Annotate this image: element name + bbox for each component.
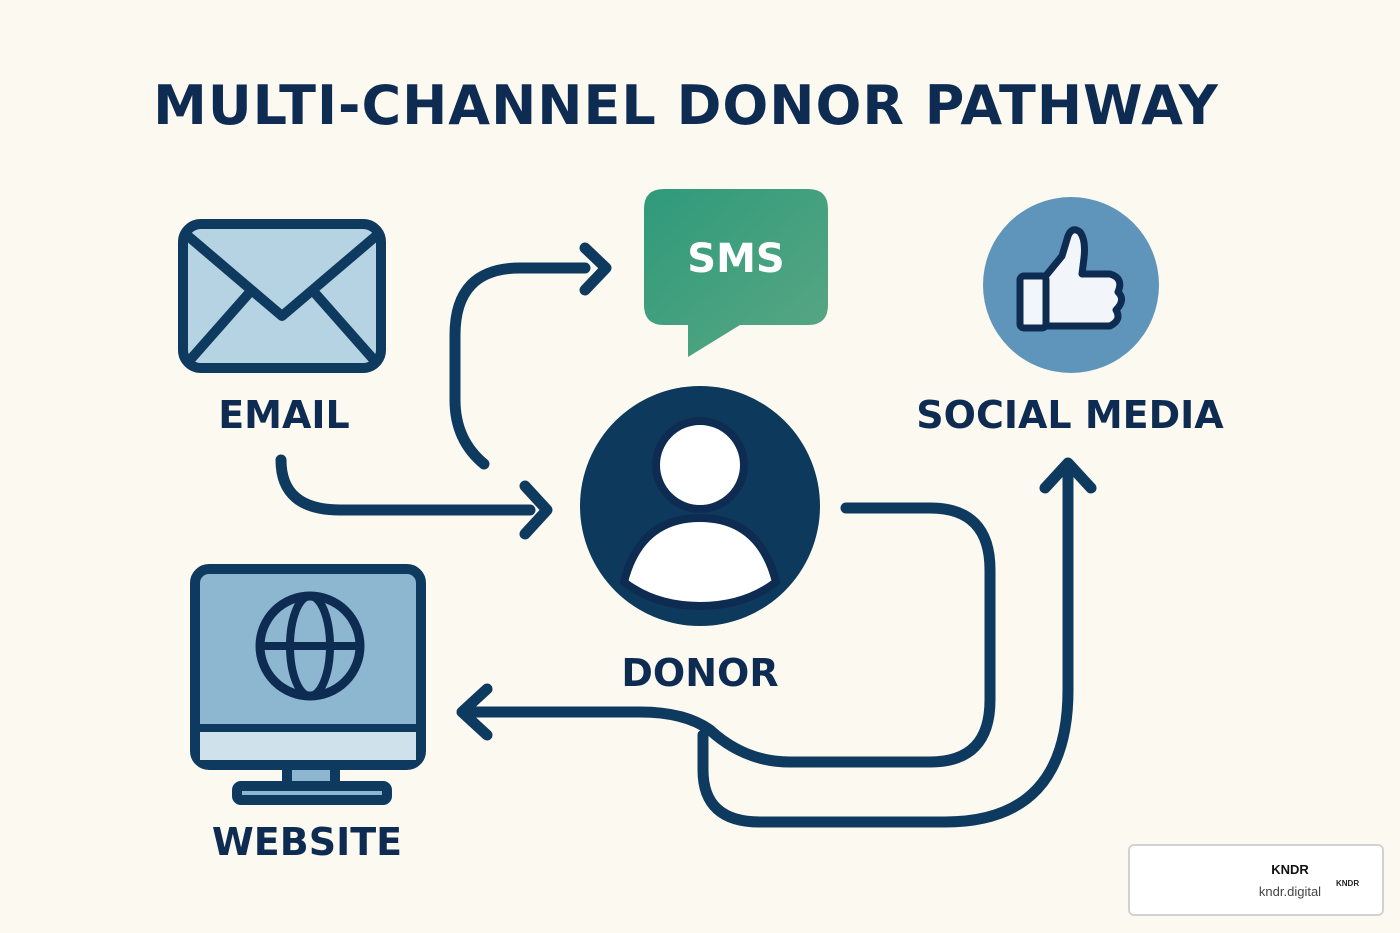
badge-url: kndr.digital (1258, 884, 1322, 899)
sms-label: SMS (687, 236, 784, 282)
envelope-icon (178, 219, 386, 373)
website-label: WEBSITE (212, 820, 402, 864)
flow-donor-to-website (456, 502, 996, 768)
website-node: WEBSITE (190, 564, 426, 864)
email-node: EMAIL (178, 219, 386, 437)
flow-donor-to-sms (449, 242, 612, 470)
sms-node: SMS (644, 189, 828, 357)
globe-icon (255, 591, 365, 701)
thumbs-up-icon (1016, 226, 1125, 332)
social-media-label: SOCIAL MEDIA (916, 393, 1224, 437)
flow-website-to-social (697, 457, 1097, 828)
watermark-badge: KNDR kndr.digital KNDR (1128, 844, 1384, 916)
flow-email-to-donor (275, 454, 553, 540)
badge-title: KNDR (1271, 862, 1309, 877)
chat-bubble-icon (644, 189, 828, 357)
email-label: EMAIL (218, 393, 350, 437)
kndr-logo: KNDR (1336, 879, 1360, 888)
diagram-title: MULTI-CHANNEL DONOR PATHWAY (153, 74, 1219, 137)
social-media-node: SOCIAL MEDIA (916, 197, 1224, 437)
donor-label: DONOR (621, 651, 778, 695)
computer-globe-icon (190, 564, 426, 805)
donor-node: DONOR (580, 386, 820, 695)
person-icon (620, 417, 780, 610)
